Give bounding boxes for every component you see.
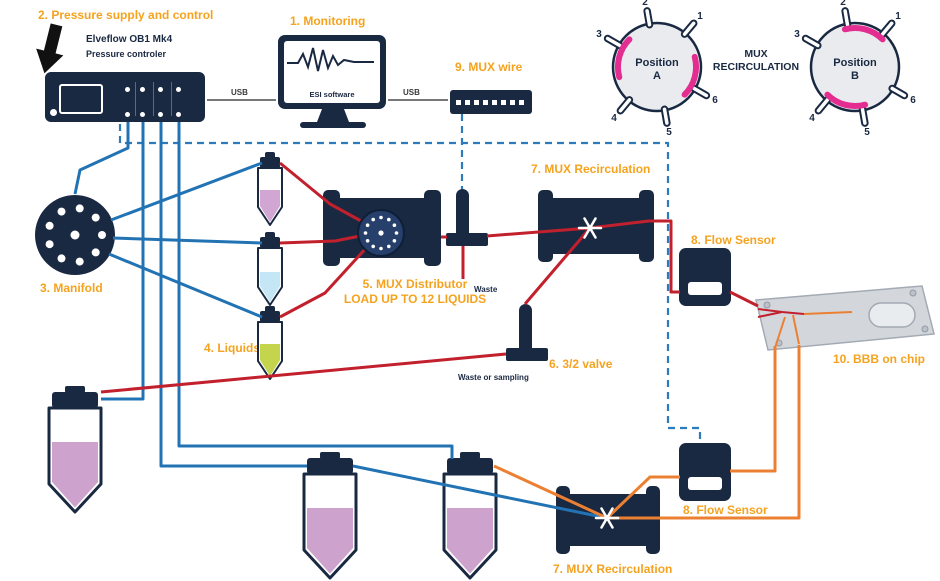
pressure-tube-reservoir-middle [159,122,307,468]
valve-b-port-4: 4 [809,113,815,124]
valve-b-position-letter: B [851,70,859,82]
valve-b-port-2: 2 [840,0,846,8]
pressure-tube-lightblue [112,236,263,245]
waste-or-sampling-label: Waste or sampling [458,373,529,382]
valve-a-flow-arcs [614,36,700,98]
valve-a-port-2: 2 [642,0,648,8]
reservoir-tube-middle [302,452,358,580]
valve-32-waste-stem [456,189,469,237]
manifold-device [35,195,115,275]
label-monitoring: 1. Monitoring [290,14,366,28]
valve-a-position-letter: A [653,70,661,82]
valve-a-port-1: 1 [697,11,703,22]
usb-label-left: USB [231,88,248,97]
mux-recirculation-title: MUX RECIRCULATION [703,48,809,74]
esi-waveform-icon [287,47,374,72]
valve-32-sampling-stem [519,304,532,352]
liquid-tube-lightblue [257,232,283,306]
monitor-stand [300,109,366,128]
mux-recirculation-bottom-device [556,486,660,554]
valve-b-port-3: 3 [794,29,800,40]
valve-position-b-diagram: 1 2 3 4 5 6 Position B [794,0,916,138]
mux-distributor-device [323,190,441,266]
arrow-down-icon [36,23,64,74]
label-mux-recirculation-bottom: 7. MUX Recirculation [553,562,673,576]
label-load-up-to: LOAD UP TO 12 LIQUIDS [343,292,487,306]
ob1-pressure-controller [45,72,205,122]
valve-b-port-1: 1 [895,11,901,22]
pressure-tube-green [108,252,263,319]
collection-tube-left [47,386,103,514]
label-liquids: 4. Liquids [204,341,261,355]
valve-32-sampling-base [506,348,548,361]
mux-recirculation-top-device [538,190,654,262]
chip-channels [757,308,853,349]
monitor: ESI software [278,35,386,109]
valve-a-ports [603,7,711,127]
mux-wire-device [450,90,532,114]
valve-b-position-word: Position [833,57,877,69]
reservoir-tube-right [442,452,498,580]
esi-software-label: ESI software [309,90,355,99]
flow-sensor-bottom-window [688,477,722,490]
usb-label-right: USB [403,88,420,97]
valve-a-position-word: Position [635,57,679,69]
liquid-tube-pink [257,152,283,226]
ob1-display [59,84,103,114]
flow-sensor-top-device [679,248,731,306]
liquid-tube-green [257,306,283,380]
waste-label: Waste [474,285,498,294]
valve-a-port-6: 6 [712,95,718,106]
label-manifold: 3. Manifold [40,281,103,295]
pressure-tube-manifold [73,122,130,195]
valve-32-waste-base [446,233,488,246]
label-bbb-on-chip: 10. BBB on chip [833,352,926,366]
valve-b-flow-arcs [824,24,886,110]
label-valve-32: 6. 3/2 valve [549,357,613,371]
valve-b-port-5: 5 [864,127,870,138]
label-mux-recirculation-top: 7. MUX Recirculation [531,162,651,176]
label-flow-sensor-bottom: 8. Flow Sensor [683,503,768,517]
flow-sensor-top-window [688,282,722,295]
label-flow-sensor-top: 8. Flow Sensor [691,233,776,247]
recirc-line-sensor-to-chip [730,346,777,473]
power-led [50,109,57,116]
mux-title-line2: RECIRCULATION [712,61,800,73]
ob1-name: Elveflow OB1 Mk4 [86,34,173,45]
pressure-tube-pink [110,161,263,222]
bbb-chip [755,285,935,351]
valve-a-port-4: 4 [611,113,617,124]
chip-culture-window [868,302,916,328]
label-mux-wire: 9. MUX wire [455,60,523,74]
monitor-screen: ESI software [284,41,380,103]
flow-sensor-bottom-device [679,443,731,501]
ob1-subtitle: Pressure controler [86,49,167,59]
mux-title-line1: MUX [744,48,768,60]
valve-a-port-5: 5 [666,127,672,138]
label-pressure-supply: 2. Pressure supply and control [38,8,214,22]
valve-b-port-6: 6 [910,95,916,106]
valve-a-port-3: 3 [596,29,602,40]
valve-position-a-diagram: 1 2 3 4 5 6 Position A [596,0,718,138]
valve-b-ports [801,7,909,127]
liquid-line-sampling [100,352,507,394]
